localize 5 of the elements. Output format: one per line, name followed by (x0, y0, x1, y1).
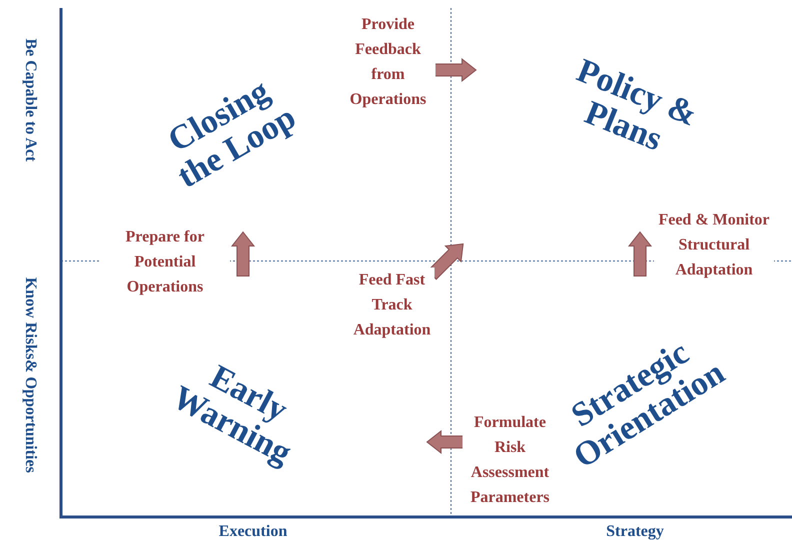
axis-label: Strategy (606, 523, 664, 541)
axis-label: Execution (218, 523, 288, 541)
quadrant-title: Policy & Plans (570, 51, 704, 160)
axis-label: Know Risks& Opportunities (21, 277, 39, 473)
axis-label: Be Capable to Act (21, 38, 39, 162)
